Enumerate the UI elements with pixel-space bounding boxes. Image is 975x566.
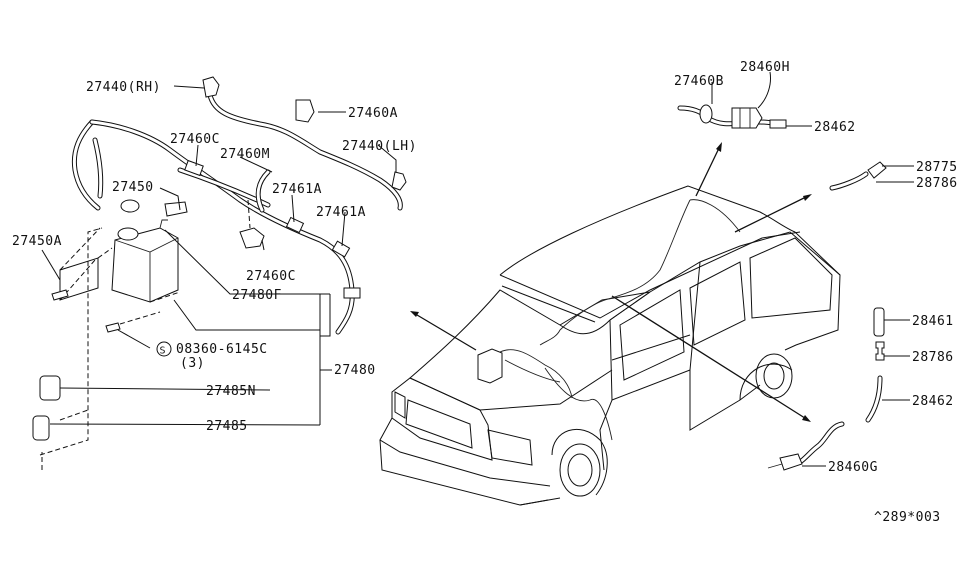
label-27460a: 27460A bbox=[348, 106, 398, 121]
label-28786-top: 28786 bbox=[916, 176, 958, 191]
nozzle-rh bbox=[202, 76, 220, 98]
label-27460b: 27460B bbox=[674, 74, 724, 89]
label-27440-rh: 27440(RH) bbox=[86, 80, 161, 95]
clip-27461a-2 bbox=[331, 240, 351, 258]
cap-27450 bbox=[120, 199, 140, 213]
label-27485: 27485 bbox=[206, 419, 248, 434]
leader-lines-right bbox=[711, 71, 914, 467]
label-28462-bottom: 28462 bbox=[912, 394, 954, 409]
label-27485n: 27485N bbox=[206, 384, 256, 399]
nozzle-lh bbox=[391, 171, 407, 191]
pump-27485n bbox=[39, 375, 61, 401]
label-27440-lh: 27440(LH) bbox=[342, 139, 417, 154]
front-washer-assembly bbox=[32, 76, 407, 470]
pump-27485 bbox=[32, 415, 50, 441]
label-28786-bottom: 28786 bbox=[912, 350, 954, 365]
label-08360-6145c: 08360-6145C bbox=[176, 342, 268, 357]
diagram-code: ^289*003 bbox=[874, 510, 941, 525]
screw-symbol-text: S bbox=[160, 346, 167, 357]
clip-27460c-bottom bbox=[239, 227, 265, 249]
clip-27461a-1 bbox=[285, 216, 305, 234]
label-27460m: 27460M bbox=[220, 147, 270, 162]
label-27460c-bottom: 27460C bbox=[246, 269, 296, 284]
bolt-27450a bbox=[51, 289, 69, 301]
part-labels: 27440(RH) 27460A 27460C 27460M 27440(LH)… bbox=[12, 60, 958, 525]
clip-27460c-top bbox=[184, 159, 204, 177]
label-27461a-2: 27461A bbox=[316, 205, 366, 220]
clip-27460a bbox=[295, 99, 315, 123]
vehicle-outline bbox=[379, 185, 841, 506]
nozzle-28462-top bbox=[769, 119, 787, 129]
pointer-arrows bbox=[410, 142, 812, 422]
connector-28460g bbox=[779, 453, 803, 471]
label-28460h: 28460H bbox=[740, 60, 790, 75]
part-28461 bbox=[873, 307, 885, 337]
label-27450: 27450 bbox=[112, 180, 154, 195]
label-28460g: 28460G bbox=[828, 460, 878, 475]
rear-washer-parts bbox=[677, 104, 887, 471]
label-28461: 28461 bbox=[912, 314, 954, 329]
label-27450a: 27450A bbox=[12, 234, 62, 249]
connector-28460h bbox=[731, 107, 763, 129]
leader-lines-left bbox=[41, 85, 397, 426]
bolt-08360 bbox=[105, 322, 121, 333]
screw-symbol: S bbox=[156, 341, 172, 357]
nozzle-28775 bbox=[867, 161, 887, 179]
label-27460c-top: 27460C bbox=[170, 132, 220, 147]
label-27461a-1: 27461A bbox=[272, 182, 322, 197]
tank-in-car bbox=[477, 348, 503, 384]
label-08360-qty: (3) bbox=[180, 356, 205, 371]
clip-lower bbox=[343, 287, 361, 299]
grommet-27460b bbox=[699, 104, 713, 124]
joint-28786 bbox=[875, 341, 885, 361]
label-27480f: 27480F bbox=[232, 288, 282, 303]
label-28775: 28775 bbox=[916, 160, 958, 175]
label-27480: 27480 bbox=[334, 363, 376, 378]
tank-cap bbox=[117, 227, 139, 241]
label-28462-top: 28462 bbox=[814, 120, 856, 135]
